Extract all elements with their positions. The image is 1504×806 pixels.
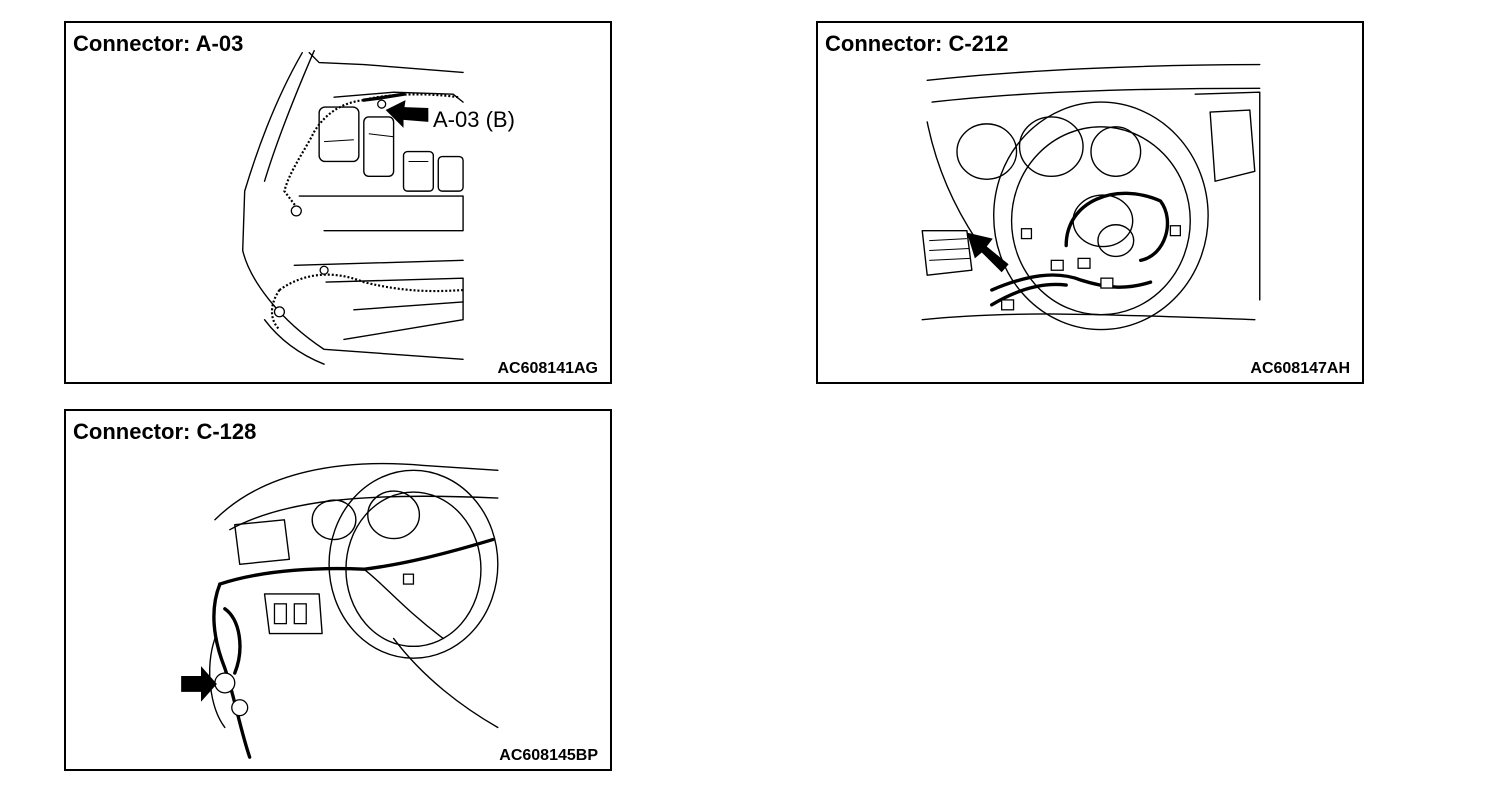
dashboard-harness-illustration [181,462,499,759]
steering-wheel-illustration [921,63,1261,331]
panel-title: Connector: C-212 [825,31,1009,56]
pointer-arrow-icon [181,666,217,702]
panel-title: Connector: A-03 [73,31,244,56]
figure-code: AC608145BP [499,747,598,764]
engine-bay-illustration [242,49,464,365]
panel-title: Connector: C-128 [73,419,257,444]
pointer-arrow-icon [966,232,1009,273]
connector-panel-c-212: Connector: C-212 AC608147AH [816,21,1364,384]
pointer-arrow-icon [385,100,429,128]
connector-callout-label: A-03 (B) [433,107,515,132]
connector-panel-a-03: Connector: A-03 A-03 (B) AC608141AG [64,21,612,384]
figure-code: AC608141AG [497,360,599,377]
connector-panel-c-128: Connector: C-128 AC608145BP [64,409,612,771]
figure-code: AC608147AH [1250,360,1350,377]
